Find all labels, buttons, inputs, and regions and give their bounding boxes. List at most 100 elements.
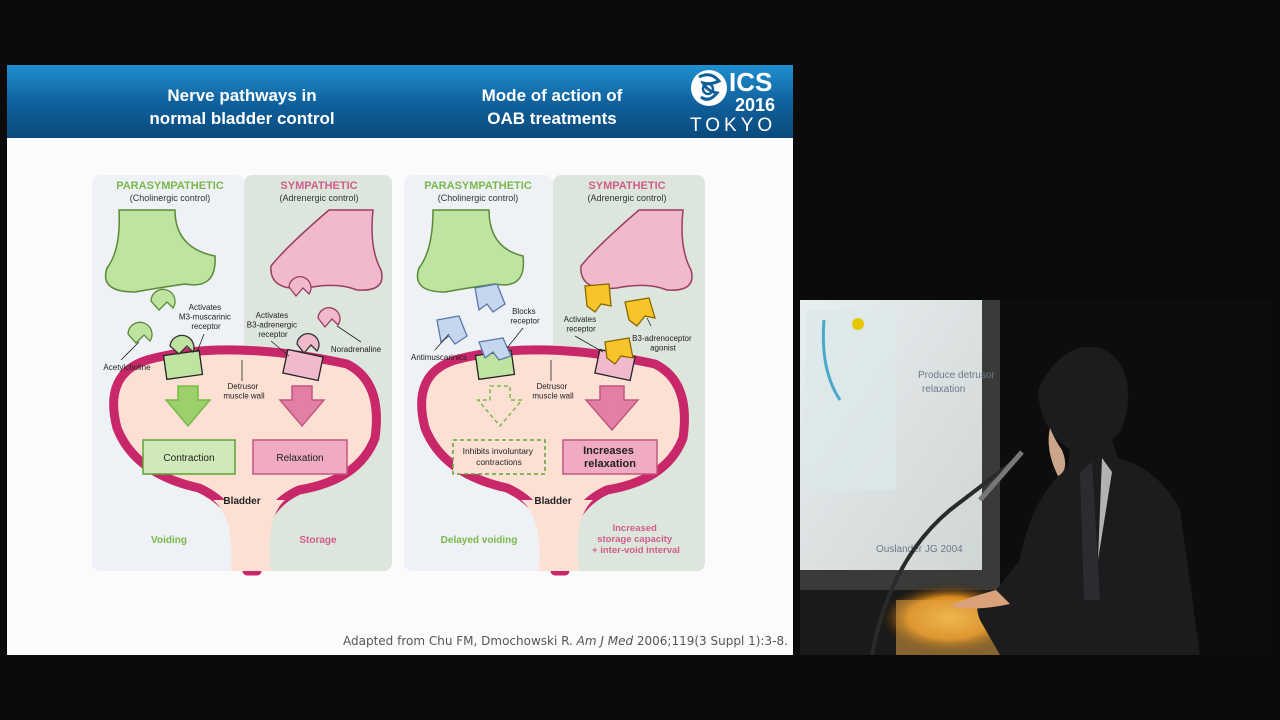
slide-header: Nerve pathways in normal bladder control… <box>7 65 793 138</box>
symp-subtitle: (Adrenergic control) <box>587 193 666 203</box>
acetylcholine-molecule <box>127 321 153 344</box>
left-title-line: Nerve pathways in <box>167 86 317 105</box>
label-line: B3-adrenergic <box>247 321 297 330</box>
para-subtitle: (Cholinergic control) <box>438 193 519 203</box>
noradrenaline-molecule <box>317 307 341 329</box>
symp-title: SYMPATHETIC <box>588 180 665 192</box>
label-line: receptor <box>510 317 540 326</box>
screen-diagram-area <box>806 310 896 490</box>
ics-emblem-icon <box>691 70 727 106</box>
speaker-hand <box>950 590 1010 609</box>
leader-line <box>646 317 652 327</box>
acetylcholine-molecule <box>150 288 176 311</box>
logo-year: 2016 <box>735 95 775 115</box>
symp-title: SYMPATHETIC <box>280 180 357 192</box>
citation-journal: Am J Med <box>576 634 634 648</box>
contraction-box <box>142 439 236 475</box>
label-line: storage capacity <box>597 534 673 545</box>
inhibits-label: Inhibits involuntary contractions <box>463 446 536 467</box>
citation-prefix: Adapted from Chu FM, Dmochowski R. <box>343 634 577 648</box>
increases-box <box>562 439 658 475</box>
right-urethra <box>521 500 593 571</box>
relaxation-box <box>252 439 348 475</box>
inhibits-box <box>452 439 546 475</box>
left-urethra <box>213 500 285 571</box>
label-line: contractions <box>476 457 522 467</box>
label-line: receptor <box>566 325 596 334</box>
activates-receptor-label: Activates receptor <box>564 315 599 334</box>
right-header-title: Mode of action of OAB treatments <box>467 84 637 130</box>
label-line: B3-adrenoceptor <box>632 334 692 343</box>
right-title-line: OAB treatments <box>487 109 617 128</box>
leader-line <box>196 333 205 353</box>
symp-subtitle: (Adrenergic control) <box>279 193 358 203</box>
antimuscarinic-bound <box>478 337 512 361</box>
bladder-diagram: PARASYMPATHETIC (Cholinergic control) SY… <box>92 175 705 576</box>
detrusor-label: Detrusor muscle wall <box>532 382 574 401</box>
microphone-stand-icon <box>870 456 1020 655</box>
screen-text: Produce detrusor relaxation <box>918 370 998 395</box>
adrenergic-nerve-terminal <box>580 209 693 291</box>
label-line: muscle wall <box>532 392 574 401</box>
screen-text-line: Produce detrusor <box>918 370 995 381</box>
left-title-line: normal bladder control <box>149 109 335 128</box>
m3-receptor-label: Activates M3-muscarinic receptor <box>179 303 233 331</box>
label-line: receptor <box>191 322 221 331</box>
leader-line <box>434 333 450 351</box>
increased-storage-label: Increased storage capacity + inter-void … <box>592 523 680 556</box>
speaker-face <box>1048 428 1066 476</box>
label-line: Activates <box>564 315 596 324</box>
logo-name: ICS <box>729 67 772 97</box>
delayed-voiding-label: Delayed voiding <box>441 535 518 546</box>
label-line: Increased <box>612 523 657 534</box>
noradrenaline-label: Noradrenaline <box>331 345 382 354</box>
leader-line <box>120 341 140 361</box>
b3-agonist-bound <box>604 337 634 365</box>
label-line: receptor <box>258 330 288 339</box>
increases-label: Increases relaxation <box>583 445 637 470</box>
detrusor-label: Detrusor muscle wall <box>223 382 265 401</box>
speaker-video-inset: Produce detrusor relaxation Ouslander JG… <box>800 300 1272 655</box>
contraction-arrow-icon <box>164 385 212 428</box>
presentation-slide: Nerve pathways in normal bladder control… <box>7 65 793 655</box>
speaker-shirt <box>1098 458 1112 560</box>
relaxation-arrow-icon <box>278 385 326 428</box>
label-line: Increases <box>583 445 634 457</box>
screen-footer: Ouslander JG 2004 <box>876 544 963 555</box>
label-line: Inhibits involuntary <box>463 446 534 456</box>
noradrenaline-molecule <box>288 276 312 298</box>
label-line: agonist <box>650 344 677 353</box>
relaxation-label: Relaxation <box>276 453 323 464</box>
leader-line <box>506 327 524 349</box>
speaker-tie <box>1080 462 1100 600</box>
para-subtitle: (Cholinergic control) <box>130 193 211 203</box>
label-line: relaxation <box>584 458 636 470</box>
label-line: Blocks <box>512 307 536 316</box>
noradrenaline-bound <box>296 333 320 355</box>
left-panel: PARASYMPATHETIC (Cholinergic control) SY… <box>92 175 392 576</box>
bladder-label: Bladder <box>223 496 260 507</box>
adrenergic-nerve-terminal <box>270 209 383 291</box>
b3-agonist-label: B3-adrenoceptor agonist <box>632 334 694 353</box>
leader-line <box>336 325 362 343</box>
acetylcholine-label: Acetylcholine <box>103 363 151 372</box>
antimuscarinic-molecule <box>436 315 468 345</box>
logo-city: TOKYO <box>690 115 776 135</box>
label-line: Activates <box>189 303 221 312</box>
blocks-receptor-label: Blocks receptor <box>510 307 540 326</box>
inhibited-arrow-icon <box>476 385 524 428</box>
b3-receptor <box>282 348 324 382</box>
screen-text-line: relaxation <box>922 384 965 395</box>
left-header-title: Nerve pathways in normal bladder control <box>137 84 347 130</box>
ics-logo: ICS 2016 TOKYO <box>689 67 789 136</box>
b3-receptor-label: Activates B3-adrenergic receptor <box>247 311 299 339</box>
para-title: PARASYMPATHETIC <box>116 180 224 192</box>
citation: Adapted from Chu FM, Dmochowski R. Am J … <box>343 634 788 648</box>
b3-agonist-molecule <box>624 297 656 327</box>
citation-suffix: 2006;119(3 Suppl 1):3-8. <box>633 634 788 648</box>
microphone-icon <box>978 450 1024 502</box>
label-line: muscle wall <box>223 392 265 401</box>
m3-receptor <box>162 349 204 381</box>
cholinergic-nerve-terminal <box>104 209 216 293</box>
leader-line <box>270 340 290 357</box>
